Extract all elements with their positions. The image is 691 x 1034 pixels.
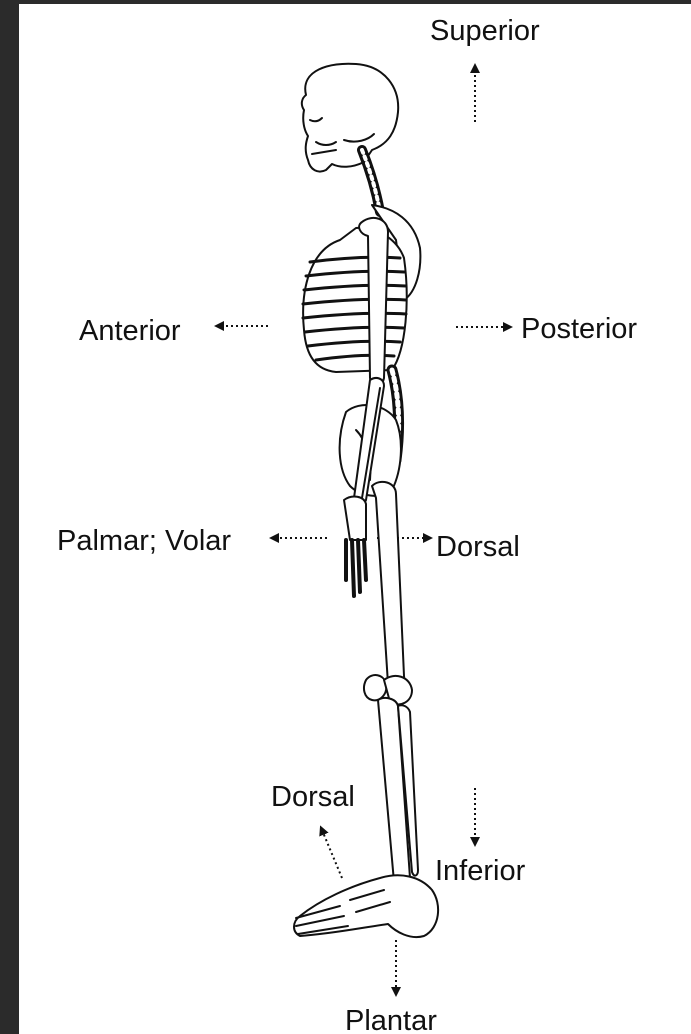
label-inferior: Inferior xyxy=(435,855,526,887)
hand xyxy=(344,497,366,596)
label-superior: Superior xyxy=(430,15,540,47)
label-dorsal-hand: Dorsal xyxy=(436,531,520,563)
skull xyxy=(302,64,398,172)
dorsal-foot-arrow xyxy=(322,830,342,878)
label-posterior: Posterior xyxy=(521,313,637,345)
label-anterior: Anterior xyxy=(79,315,181,347)
knee xyxy=(364,675,386,700)
label-dorsal-foot: Dorsal xyxy=(271,781,355,813)
label-plantar: Plantar xyxy=(345,1005,437,1034)
cervical-spine xyxy=(362,150,380,212)
label-palmar-volar: Palmar; Volar xyxy=(57,525,231,557)
foot xyxy=(294,875,438,937)
femur xyxy=(372,482,404,690)
